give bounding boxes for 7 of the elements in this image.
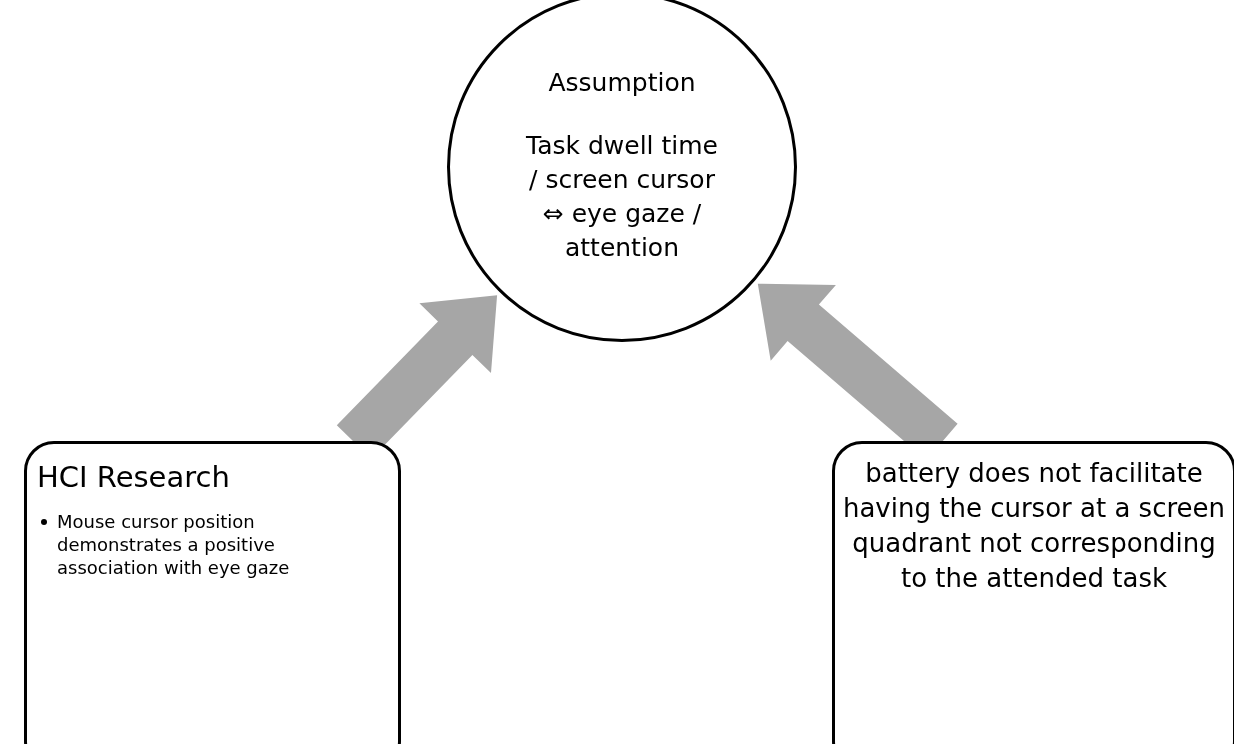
rounded-box: [24, 441, 401, 744]
node-heading: Assumption: [548, 67, 696, 99]
rounded-box: [832, 441, 1234, 744]
bullet-text: Mouse cursor position demonstrates a positive association with eye gaze: [57, 510, 291, 579]
node-heading: HCI Research: [37, 459, 231, 496]
node-text: battery does not facilitate having the cursor at a screen quadrant not corresponding to the attended task: [841, 457, 1227, 595]
node-text: Task dwell time / screen cursor ⇔ eye gaze / attention: [525, 130, 719, 264]
